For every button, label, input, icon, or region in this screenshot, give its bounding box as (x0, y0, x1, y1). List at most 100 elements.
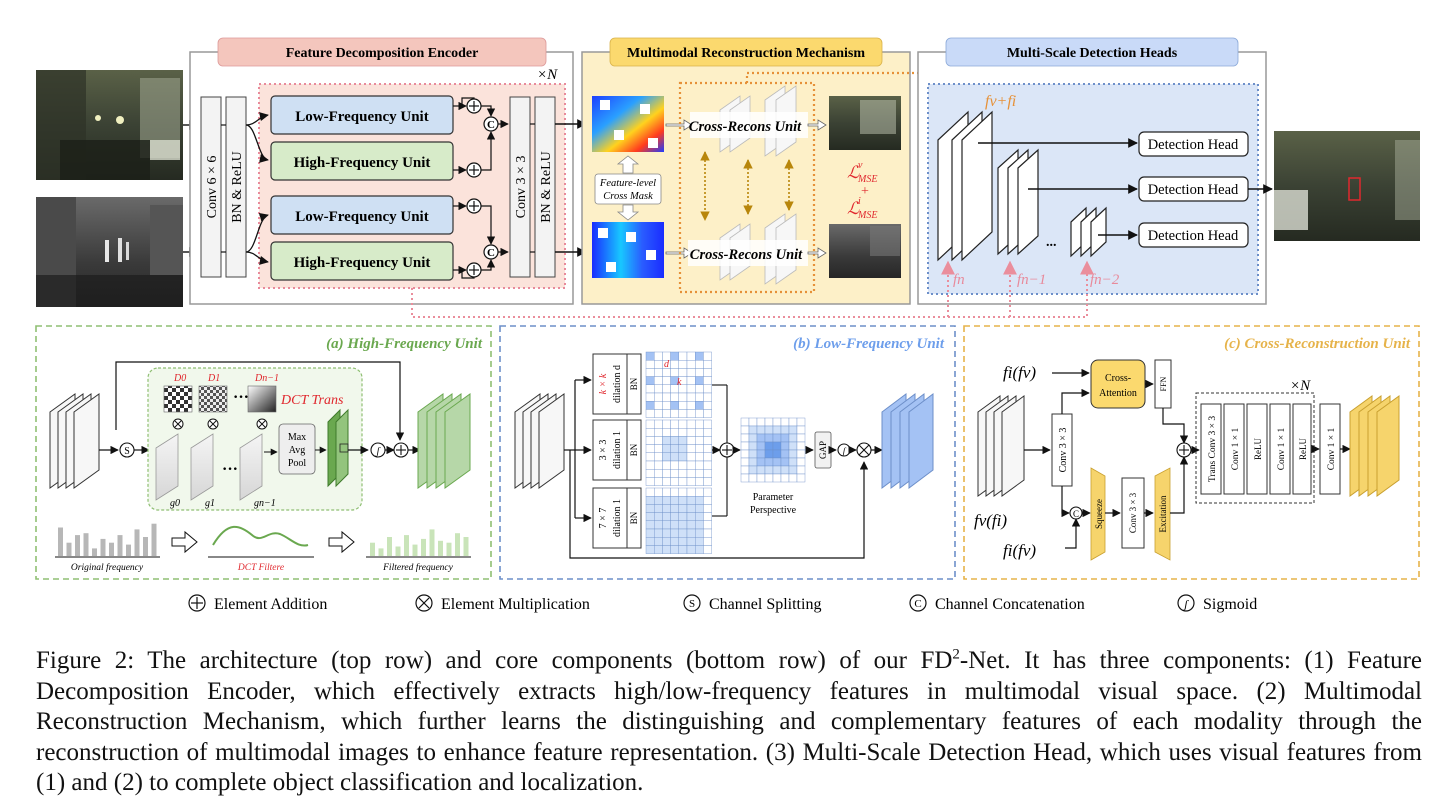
hf-g0: g0 (170, 498, 180, 509)
grid-cell (678, 477, 688, 486)
grid-cell (662, 537, 671, 546)
grid-cell (703, 537, 712, 546)
grid-cell (645, 384, 655, 394)
grid-cell (670, 537, 679, 546)
grid-cell (645, 512, 655, 521)
input-rgb-image (36, 70, 183, 180)
grid-cell (670, 428, 679, 437)
grid-cell (662, 528, 671, 538)
grid-cell (686, 512, 696, 521)
grid-cell (654, 528, 663, 538)
grid-cell (772, 465, 782, 475)
grid-cell (670, 487, 679, 497)
filtered-frequency-bars (370, 529, 469, 556)
grid-cell (780, 441, 790, 451)
grid-cell (654, 487, 663, 497)
grid-cell (686, 537, 696, 546)
grid-cell (654, 444, 663, 454)
grid-cell (796, 441, 806, 451)
loss-plus: + (861, 184, 869, 199)
grid-cell (764, 473, 774, 483)
grid-cell (756, 433, 766, 443)
orig-freq-label: Original frequency (71, 562, 144, 573)
cr-ffn: FFN (1159, 376, 1168, 391)
conv-left-label: Conv 6 × 6 (205, 156, 220, 219)
grid-cell (740, 473, 750, 483)
input-infrared-image (36, 197, 183, 307)
grid-cell (645, 528, 655, 538)
grid-cell (654, 537, 663, 546)
frequency-bar (92, 548, 97, 556)
lf-kxk: k × k (598, 373, 609, 394)
multi-scale-detection-heads: Multi-Scale Detection Heads fv+fi ... De… (917, 37, 1267, 305)
lf-bn-3: BN (629, 511, 639, 524)
grid-cell (670, 452, 679, 462)
frequency-bar (438, 540, 443, 556)
frequency-bar (404, 535, 409, 556)
grid-cell (764, 457, 774, 467)
grid-cell (796, 473, 806, 483)
lf-c33: 3 × 3 (598, 440, 609, 461)
grid-cell (645, 401, 655, 410)
cr-conv11-b: Conv 1 × 1 (1277, 427, 1287, 470)
cr-conv11-a: Conv 1 × 1 (1231, 427, 1241, 470)
grid-cell (662, 469, 671, 478)
hf-g1: g1 (205, 498, 215, 509)
grid-cell (686, 460, 696, 470)
conv-right-label: Conv 3 × 3 (514, 156, 529, 219)
grid-cell (695, 444, 704, 454)
grid-cell (686, 419, 696, 429)
grid-cell (695, 384, 704, 394)
grid-cell (748, 433, 758, 443)
grid-cell (678, 504, 688, 513)
grid-cell (654, 545, 663, 554)
cr-conv11-c: Conv 1 × 1 (1327, 427, 1337, 470)
grid-cell (670, 351, 679, 361)
grid-cell (703, 419, 712, 429)
grid-cell (678, 436, 688, 445)
frequency-bar (75, 535, 80, 556)
grid-cell (772, 425, 782, 435)
grid-cell (670, 496, 679, 505)
cr-attn-2: Attention (1099, 388, 1137, 399)
grid-cell (670, 392, 679, 402)
grid-cell (662, 419, 671, 429)
grid-cell (788, 425, 798, 435)
grid-cell (764, 417, 774, 427)
grid-cell (788, 433, 798, 443)
lf-dil-1b: dilation 1 (612, 499, 623, 537)
grid-cell (662, 444, 671, 454)
g-ellipsis: ··· (222, 461, 238, 478)
grid-cell (788, 417, 798, 427)
grid-cell (780, 473, 790, 483)
grid-cell (670, 444, 679, 454)
grid-cell (654, 460, 663, 470)
kernel-grids (645, 351, 712, 554)
loss-i-sup: i (858, 196, 861, 207)
grid-cell (645, 477, 655, 486)
grid-cell (654, 436, 663, 445)
grid-cell (645, 496, 655, 505)
grid-cell (686, 452, 696, 462)
grid-cell (678, 419, 688, 429)
grid-cell (645, 376, 655, 386)
cr-conv33-a: Conv 3 × 3 (1058, 428, 1069, 473)
grid-cell (686, 376, 696, 386)
unit-high-1: High-Frequency Unit (294, 155, 431, 171)
loss-i-symbol: ℒ (847, 199, 860, 218)
legend-sigmoid: ʃ Sigmoid (1177, 594, 1257, 613)
pool-2: Avg (289, 445, 305, 456)
legend-mul-label: Element Multiplication (441, 596, 590, 613)
grid-cell (645, 545, 655, 554)
loss-i-sub: MSE (857, 210, 877, 221)
grid-cell (686, 401, 696, 410)
grid-cell (748, 425, 758, 435)
frequency-bar (370, 542, 375, 556)
frequency-bar (151, 523, 157, 556)
grid-cell (703, 520, 712, 530)
grid-cell (772, 449, 782, 459)
grid-cell (686, 520, 696, 530)
grid-cell (670, 520, 679, 530)
grid-cell (748, 465, 758, 475)
